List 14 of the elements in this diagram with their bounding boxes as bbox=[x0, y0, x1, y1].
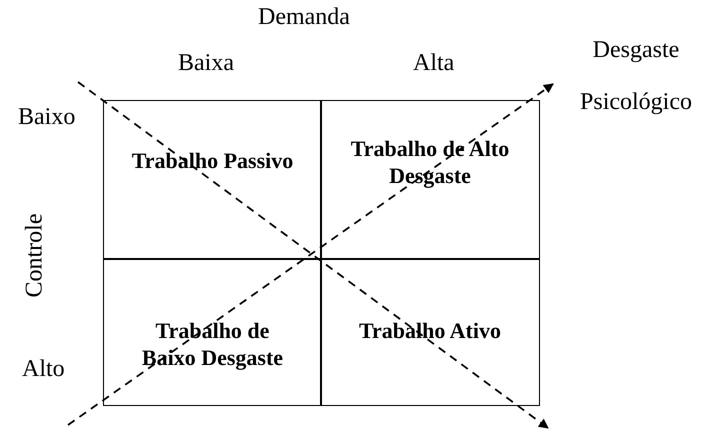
quadrant-label: Trabalho Ativo bbox=[358, 317, 502, 344]
axis-category: Alta bbox=[413, 50, 454, 77]
quadrant-box bbox=[320, 258, 540, 406]
quadrant-box bbox=[320, 100, 540, 260]
axis-title: Desgaste Psicológico bbox=[579, 36, 693, 117]
axis-title: Controle bbox=[22, 213, 48, 297]
axis-category: Baixo bbox=[18, 104, 76, 131]
axis-category: Alto bbox=[22, 356, 65, 383]
axis-title: Demanda bbox=[258, 4, 350, 31]
quadrant-label: Trabalho Passivo bbox=[130, 147, 294, 175]
quadrant-box bbox=[103, 100, 322, 260]
quadrant-box bbox=[103, 258, 322, 406]
quadrant-label: Trabalho de Baixo Desgaste bbox=[140, 317, 284, 371]
axis-category: Baixa bbox=[178, 50, 234, 77]
